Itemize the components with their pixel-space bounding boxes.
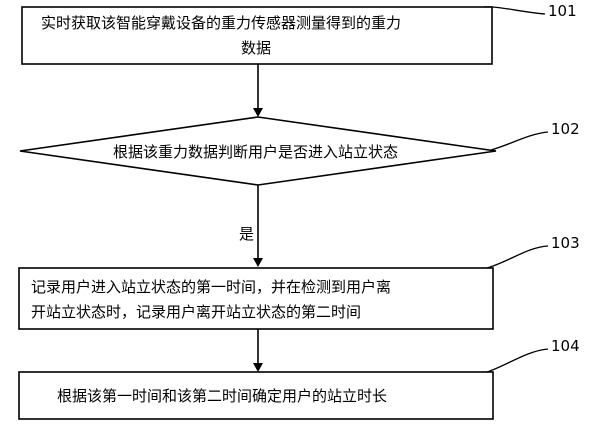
step-101-leader (483, 6, 546, 15)
step-101-line-2: 数据 (241, 39, 271, 57)
arrow-102-103-head (253, 258, 263, 267)
arrow-101-102-head (253, 108, 263, 117)
step-102-leader (490, 131, 549, 151)
yes-label: 是 (239, 225, 254, 243)
step-103-line-1: 记录用户进入站立状态的第一时间，并在检测到用户离 (31, 278, 391, 296)
step-101-ref: 101 (548, 2, 577, 20)
arrow-103-104-head (253, 363, 263, 372)
step-103-ref: 103 (551, 234, 580, 252)
step-103-leader (486, 245, 549, 269)
step-102-decision (19, 116, 497, 186)
step-101-box (21, 6, 493, 65)
step-104-label: 根据该第一时间和该第二时间确定用户的站立时长 (57, 387, 387, 405)
step-102-label: 根据该重力数据判断用户是否进入站立状态 (113, 143, 398, 161)
step-103-line-2: 开站立状态时，记录用户离开站立状态的第二时间 (31, 303, 361, 321)
step-101-line-1: 实时获取该智能穿戴设备的重力传感器测量得到的重力 (41, 14, 401, 32)
step-104-leader (486, 348, 549, 373)
step-104-box (18, 371, 494, 420)
step-102-ref: 102 (551, 120, 580, 138)
step-104-ref: 104 (551, 337, 580, 355)
step-103-box (18, 267, 494, 330)
